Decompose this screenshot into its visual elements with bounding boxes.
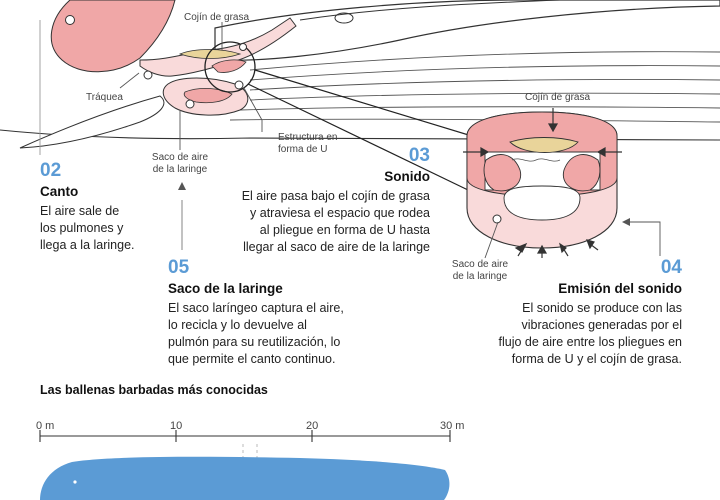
step-05-title: Saco de la laringe (168, 281, 283, 296)
leader-04-arrowhead (622, 218, 630, 226)
step-03-title: Sonido (384, 169, 430, 184)
step-03-text: El aire pasa bajo el cojín de grasa y at… (241, 189, 430, 254)
whale-chest-outline (0, 129, 720, 141)
scale-tick-30: 30 m (440, 420, 465, 432)
scale-bar (39, 430, 451, 442)
label-saco-de-aire: Saco de aire de la laringe (151, 152, 209, 175)
whale-flipper (19, 95, 165, 149)
step-02-text: El aire sale de los pulmones y llega a l… (40, 204, 135, 252)
step-02-number: 02 (40, 160, 62, 181)
label-estructura-u: Estructura en forma de U (278, 132, 338, 155)
step-04-title: Emisión del sonido (558, 281, 682, 296)
fat-cushion-small (178, 49, 242, 59)
magnifier-circle (204, 41, 256, 93)
label-cojin-detail: Cojín de grasa (525, 92, 591, 103)
leader-lines (39, 20, 263, 250)
label-cojin-de-grasa: Cojín de grasa (184, 12, 250, 23)
throat-pleats (229, 51, 720, 123)
step-02-title: Canto (40, 184, 79, 199)
whale-eye (334, 12, 354, 24)
u-fold-small (211, 59, 247, 73)
magnifier-connector (254, 69, 486, 141)
whale-head-outline (214, 0, 720, 61)
whale-jaw-line (299, 0, 561, 21)
step-05-text: El saco laríngeo captura el aire, lo rec… (168, 301, 344, 366)
larynx-air-sac-inner (183, 88, 233, 104)
blue-whale-silhouette (40, 456, 450, 500)
label-saco-detail: Saco de aire de la laringe (451, 259, 509, 282)
label-traquea: Tráquea (86, 92, 123, 103)
magnifier-connector-2 (247, 83, 469, 191)
scale-tick-0: 0 m (36, 420, 55, 432)
scale-title: Las ballenas barbadas más conocidas (40, 383, 268, 397)
lung-shape (50, 0, 176, 73)
blue-whale-eye (73, 480, 77, 484)
scale-tick-20: 20 (306, 420, 319, 432)
step-03-number: 03 (408, 145, 430, 166)
cross-section (466, 111, 618, 249)
markers (65, 15, 247, 109)
fat-cushion-detail (509, 137, 579, 153)
step-05-number: 05 (168, 257, 190, 278)
leader-arrowhead-05 (178, 182, 186, 190)
leader-saco-detail (484, 221, 499, 259)
scale-tick-10: 10 (170, 420, 183, 432)
step-04-text: El sonido se produce con las vibraciones… (498, 301, 682, 366)
step-04-number: 04 (660, 257, 682, 278)
leader-04 (628, 221, 661, 256)
sound-arrows (463, 108, 622, 258)
